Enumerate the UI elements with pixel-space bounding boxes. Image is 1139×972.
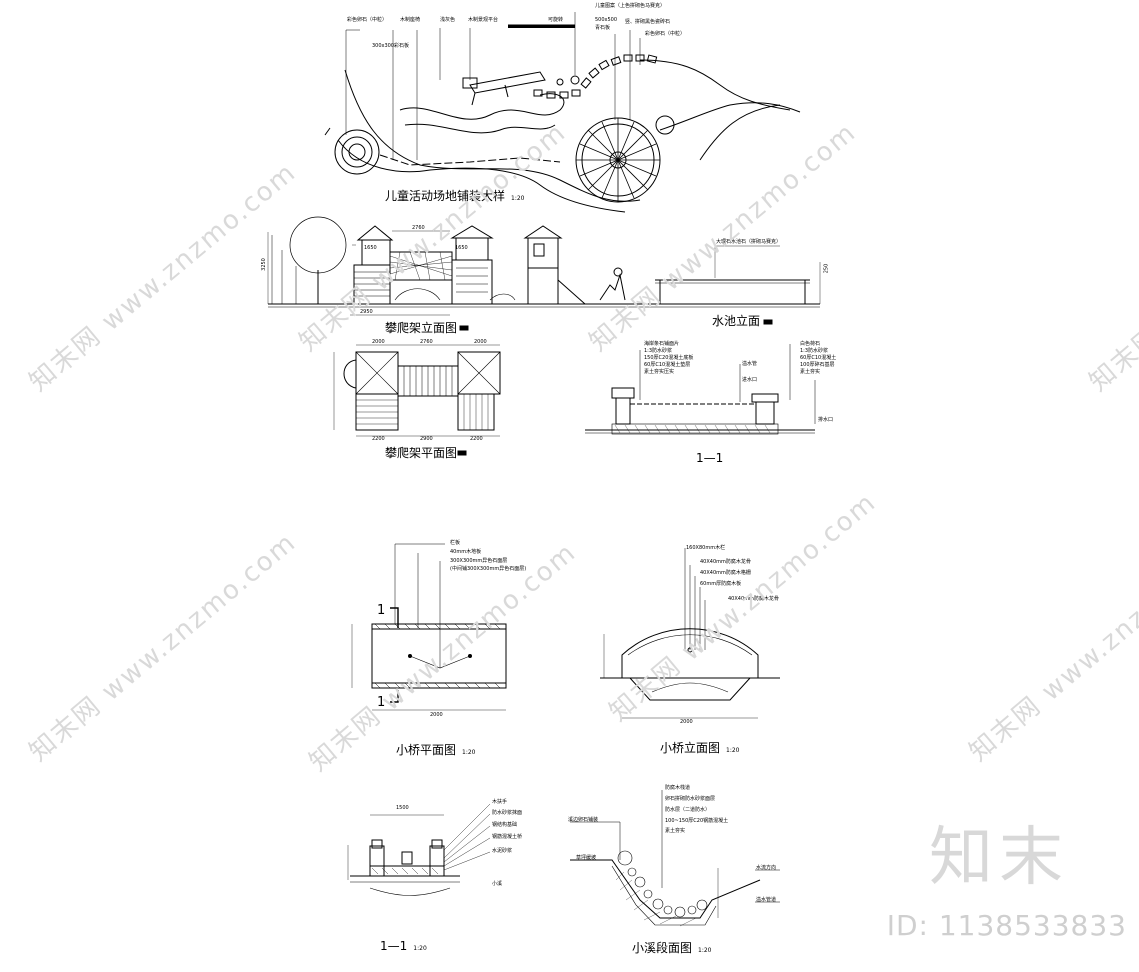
callout: 素土夯实 bbox=[665, 828, 686, 834]
callout: 500x500 bbox=[595, 17, 618, 23]
callout: 钢结构基础 bbox=[492, 822, 518, 828]
callout: 防水砂浆抹面 bbox=[492, 810, 523, 816]
callout: 60mm厚防腐木板 bbox=[700, 581, 742, 587]
section-cut-mark: 1 bbox=[377, 695, 386, 710]
callout: 进水口 bbox=[742, 377, 758, 383]
callout: 大理石水池石（拼砌马赛克） bbox=[716, 239, 782, 245]
callout: 100厚碎石基层 bbox=[800, 362, 835, 368]
callout: 40X40mm防腐木龙骨 bbox=[728, 596, 779, 602]
callout: 1:3防水砂浆 bbox=[800, 348, 829, 354]
pool-section-title: 1—1 bbox=[696, 451, 724, 465]
dim-label: 2200 bbox=[470, 436, 483, 442]
callout: 排水口 bbox=[818, 417, 834, 423]
dim-label: 2760 bbox=[420, 339, 433, 345]
callout: 青石板 bbox=[595, 25, 611, 31]
callout: 溢水管道 bbox=[756, 897, 777, 903]
title-underline-bar bbox=[508, 25, 575, 28]
dim-label: 2950 bbox=[360, 309, 373, 315]
callout: 40X40mm防腐木龙骨 bbox=[700, 559, 751, 565]
dim-label: 250 bbox=[823, 263, 830, 274]
dim-label: 2200 bbox=[372, 436, 385, 442]
callout: 彩色卵石（中粒） bbox=[645, 31, 686, 37]
callout: 卵石拼砌防水砂浆面层 bbox=[665, 796, 716, 802]
callout: 防腐木栈道 bbox=[665, 785, 691, 791]
callout: 竖、拼砌黑色瓷砖石 bbox=[625, 19, 671, 25]
dim-label: 3250 bbox=[260, 258, 267, 271]
callout: 160X80mm木栏 bbox=[686, 545, 726, 551]
image-id-label: ID: 1138533833 bbox=[886, 909, 1127, 942]
bridge-elevation bbox=[600, 548, 780, 719]
dim-label: 1650 bbox=[455, 245, 468, 251]
callout: 草坪缓坡 bbox=[576, 855, 597, 861]
callout: 木扶手 bbox=[492, 799, 508, 805]
callout: 40mm木地板 bbox=[450, 549, 482, 555]
climbing-frame-elevation bbox=[267, 216, 821, 331]
callout: 1:3防水砂浆 bbox=[644, 348, 673, 354]
callout: 栏板 bbox=[450, 540, 461, 546]
callout: 60厚C10混凝土垫层 bbox=[644, 362, 691, 368]
callout: 素土夯实压实 bbox=[644, 369, 675, 375]
callout: 300x300彩石板 bbox=[372, 43, 410, 49]
callout: 钢筋混凝土桥 bbox=[492, 834, 523, 840]
dim-label: 2900 bbox=[420, 436, 433, 442]
bridge-plan bbox=[351, 543, 507, 711]
climbing-elevation-title: 攀爬架立面图 bbox=[385, 321, 458, 335]
callout: 60厚C10混凝土 bbox=[800, 355, 837, 361]
callout: 儿童图案（上色拼砌色马赛克） bbox=[595, 3, 666, 9]
dim-label: 2000 bbox=[474, 339, 487, 345]
brand-logo: 知末 bbox=[929, 821, 1069, 895]
stream-section bbox=[570, 790, 780, 927]
callout: 白色荷石 bbox=[800, 341, 821, 347]
callout: 水泥砂浆 bbox=[492, 848, 513, 854]
pool-elevation-title: 水池立面 bbox=[712, 314, 761, 328]
climbing-plan-title: 攀爬架平面图 bbox=[385, 446, 458, 460]
pool-section-1-1 bbox=[585, 344, 816, 435]
callout: 素土夯实 bbox=[800, 369, 821, 375]
callout: 100~150厚C20钢筋混凝土 bbox=[665, 818, 729, 824]
playground-paving-plan bbox=[324, 12, 801, 213]
callout: 防水层（二道防水） bbox=[665, 807, 711, 813]
callout: (中间铺300X300mm异色石面层) bbox=[450, 566, 527, 572]
dim-label: 1650 bbox=[364, 245, 377, 251]
dim-label: 2000 bbox=[430, 712, 443, 718]
climbing-frame-plan bbox=[333, 344, 501, 456]
callout: 150厚C20混凝土底板 bbox=[644, 355, 694, 361]
callout: 可旋转 bbox=[548, 17, 564, 23]
bridge-section-1-1 bbox=[347, 803, 491, 896]
section-cut-mark: 1 bbox=[377, 603, 386, 618]
callout: 木制景观平台 bbox=[468, 17, 499, 23]
callout: 300X300mm异色石面层 bbox=[450, 558, 508, 564]
dim-label: 1500 bbox=[396, 805, 409, 811]
callout: 40X40mm防腐木格栅 bbox=[700, 570, 751, 576]
dim-label: 2000 bbox=[372, 339, 385, 345]
dim-label: 2760 bbox=[412, 225, 425, 231]
callout: 彩色卵石（中粒） bbox=[347, 17, 388, 23]
callout: 水流方向 bbox=[756, 865, 777, 871]
callout: 溢水管 bbox=[742, 361, 758, 367]
callout: 小溪 bbox=[492, 881, 503, 887]
dim-label: 2000 bbox=[680, 719, 693, 725]
callout: 浅灰色 bbox=[440, 17, 456, 23]
callout: 木制座椅 bbox=[400, 17, 421, 23]
callout: 海岸条石铺面片 bbox=[644, 341, 680, 347]
callout: 溪边卵石铺装 bbox=[568, 817, 599, 823]
